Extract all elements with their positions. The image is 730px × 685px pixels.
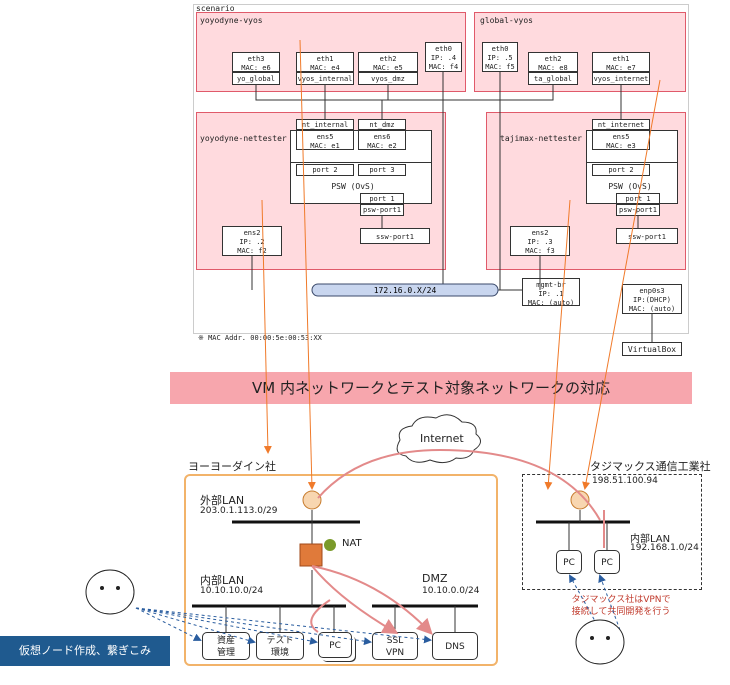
tajimax-frame [522,474,702,590]
yv-eth2-net: vyos_dmz [358,72,418,85]
tajimax-nettester-title: tajimax-nettester [500,134,582,143]
yoyodyne-vyos-title: yoyodyne-vyos [200,16,263,25]
int-net: 10.10.10.0/24 [200,586,264,596]
device-dns: DNS [432,632,478,660]
hedgehog-icon-left [85,569,135,615]
tajimax-router-icon [570,490,590,510]
firewall-icon [299,543,323,567]
device-pc: PC [318,632,352,658]
tajimax-pc-1: PC [556,550,582,574]
nat-label: NAT [342,538,362,549]
dmz-net: 10.10.0.0/24 [422,586,480,596]
tn-net: nt_internet [592,119,650,130]
scenario-title: scenario [196,4,235,13]
dmz: DMZ [422,572,448,585]
yv-eth1-net: vyos_internal [296,72,354,85]
hedgehog-icon-right [575,619,625,665]
tn-port2: port 2 [592,164,650,176]
tn-psw-label: PSW (OvS) [608,182,652,191]
left-label: 仮想ノード作成、繋ぎこみ [0,636,170,666]
yn-port2: port 2 [296,164,354,176]
tajimax-net: 198.51.100.94 [592,476,658,486]
yn-psw-label: PSW (OvS) [331,182,375,191]
nat-icon [324,539,336,551]
tn-ssw-port1: ssw-port1 [616,228,678,244]
virtualbox: VirtualBox [622,342,682,356]
yoyodyne-frame [184,474,498,666]
yoyodyne-title: ヨーヨーダイン社 [188,460,276,473]
yn-net-dmz: nt_dmz [358,119,406,130]
yn-ssw-port1: ssw-port1 [360,228,430,244]
tn-psw-port1: psw-port1 [616,204,660,216]
global-vyos-title: global-vyos [480,16,533,25]
ext-lan: 外部LAN [200,494,245,507]
device-test: テスト 環境 [256,632,304,660]
tajimax-int-net: 192.168.1.0/24 [630,543,699,553]
tajimax-int-lan: 内部LAN [630,534,671,545]
tajimax-note: タジマックス社はVPNで 接続して共同開発を行う [571,595,671,617]
yn-net-internal: nt_internal [296,119,354,130]
tajimax-pc-2: PC [594,550,620,574]
gv-eth1-net: vyos_internet [592,72,650,85]
ext-net: 203.0.1.113.0/29 [200,506,278,516]
mac-note: ※ MAC Addr. 00:00:5e:00:53:XX [198,334,322,342]
yv-eth3-net: yo_global [232,72,280,85]
tajimax-title: タジマックス通信工業社 [590,460,711,473]
int-lan: 内部LAN [200,574,245,587]
yoyodyne-nettester-title: yoyodyne-nettester [200,134,287,143]
yn-port1: port 1 [360,193,404,204]
gv-eth2-net: ta_global [528,72,578,85]
yn-port3: port 3 [358,164,406,176]
internet-label: Internet [420,432,464,445]
router-icon [302,490,322,510]
device-asset: 資産 管理 [202,632,250,660]
mgmt-net-label: 172.16.0.X/24 [374,286,437,295]
yn-psw-port1: psw-port1 [360,204,404,216]
